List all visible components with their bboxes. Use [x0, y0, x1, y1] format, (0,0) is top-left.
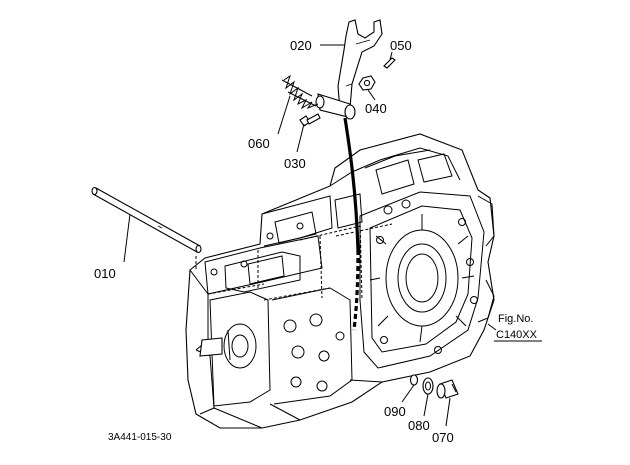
shift-fork: [315, 19, 383, 120]
bolt: [299, 113, 321, 127]
callout-040: 040: [365, 101, 387, 116]
callout-labels: 020 050 040 060 030 010 090 080 070: [94, 38, 454, 445]
plug: [436, 379, 459, 399]
gasket: [422, 377, 434, 395]
spring-pin: [383, 57, 396, 69]
transmission-housing: [185, 133, 495, 429]
figure-label-line1: Fig.No.: [498, 313, 533, 325]
o-ring: [409, 374, 419, 386]
callout-090: 090: [384, 404, 406, 419]
assembly-path-hidden: [352, 249, 360, 331]
callout-020: 020: [290, 38, 312, 53]
figure-label: Fig.No. C140XX: [494, 313, 542, 342]
callout-050: 050: [390, 38, 412, 53]
nut: [358, 75, 376, 91]
callout-080: 080: [408, 418, 430, 433]
callout-010: 010: [94, 266, 116, 281]
figure-label-line2: C140XX: [496, 329, 538, 341]
callout-070: 070: [432, 430, 454, 445]
assembly-path: [343, 117, 360, 251]
leader-lines: [123, 44, 497, 427]
shift-rod: [91, 186, 202, 254]
spring: [281, 74, 319, 110]
callout-030: 030: [284, 156, 306, 171]
drawing-code: 3A441-015-30: [108, 432, 172, 443]
callout-060: 060: [248, 136, 270, 151]
